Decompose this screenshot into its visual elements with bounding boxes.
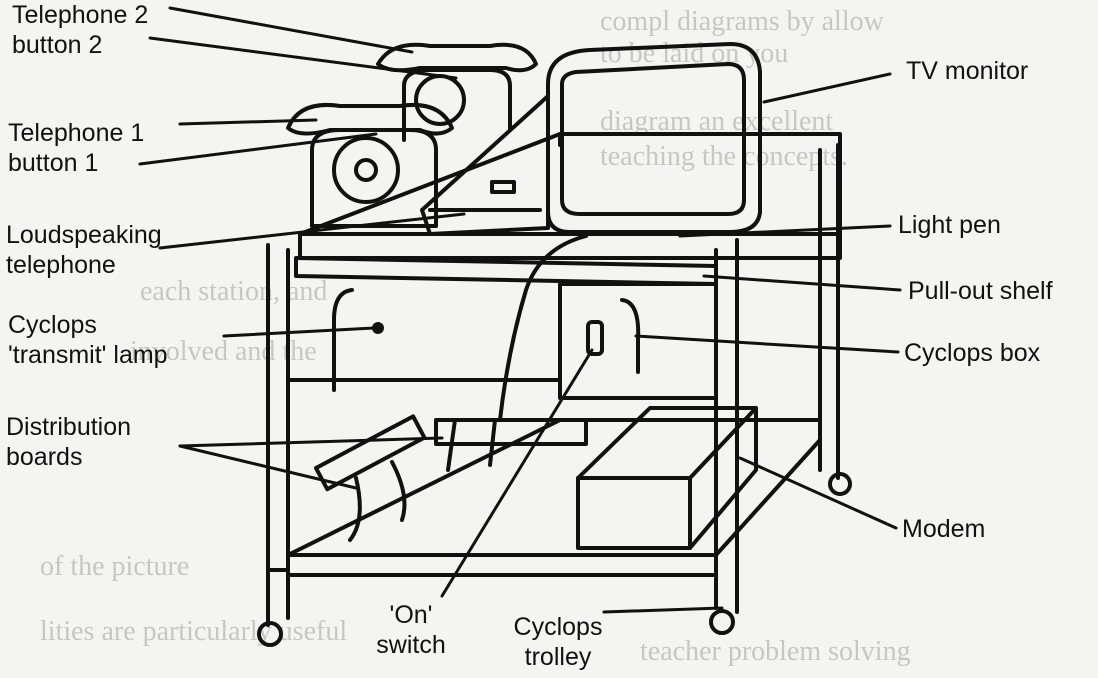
label-light-pen-text: Light pen bbox=[898, 211, 1001, 239]
svg-text:lities are particularly useful: lities are particularly useful bbox=[40, 616, 347, 647]
label-telephone-1: Telephone 1 button 1 bbox=[8, 118, 144, 178]
label-cyclops-box-text: Cyclops box bbox=[904, 339, 1041, 367]
svg-text:each station, and: each station, and bbox=[140, 276, 327, 307]
svg-text:involved and the: involved and the bbox=[130, 336, 317, 367]
svg-text:teaching the concepts.: teaching the concepts. bbox=[600, 141, 848, 172]
label-trolley-line2: trolley bbox=[524, 643, 592, 671]
tv-monitor bbox=[546, 42, 762, 234]
leader-lines bbox=[138, 6, 902, 614]
label-cyclops-transmit-lamp: Cyclops 'transmit' lamp bbox=[8, 310, 168, 370]
label-distribution-boards: Distribution boards bbox=[6, 412, 131, 472]
label-on-switch-line2: switch bbox=[376, 631, 446, 659]
light-pen-cable bbox=[498, 234, 588, 422]
label-cyclops-box: Cyclops box bbox=[904, 338, 1040, 368]
label-telephone-2-line1: Telephone 2 bbox=[12, 1, 149, 29]
svg-text:diagram an excellent: diagram an excellent bbox=[600, 106, 833, 137]
label-cyclops-lamp-line2: 'transmit' lamp bbox=[8, 341, 168, 369]
label-pull-out-shelf: Pull-out shelf bbox=[908, 276, 1053, 306]
label-telephone-1-line1: Telephone 1 bbox=[8, 119, 145, 147]
label-cyclops-trolley: Cyclops trolley bbox=[498, 612, 618, 672]
terminal-keyboard bbox=[420, 94, 550, 236]
label-modem: Modem bbox=[902, 514, 985, 544]
label-tv-monitor: TV monitor bbox=[906, 56, 1028, 86]
label-loudspeaking-telephone: Loudspeaking telephone bbox=[6, 220, 162, 280]
svg-text:compl diagrams by allow: compl diagrams by allow bbox=[600, 6, 885, 37]
label-light-pen: Light pen bbox=[898, 210, 1001, 240]
transmit-lamp-bracket bbox=[332, 288, 354, 392]
label-telephone-1-line2: button 1 bbox=[8, 149, 99, 177]
svg-text:of the picture: of the picture bbox=[40, 551, 189, 582]
label-distribution-line1: Distribution bbox=[6, 413, 132, 441]
label-on-switch: 'On' switch bbox=[356, 600, 466, 660]
distribution-boards bbox=[313, 414, 588, 542]
label-distribution-line2: boards bbox=[6, 443, 83, 471]
label-trolley-line1: Cyclops bbox=[513, 613, 603, 641]
pull-out-shelf bbox=[294, 256, 718, 286]
label-telephone-2: Telephone 2 button 2 bbox=[12, 0, 148, 60]
label-on-switch-line1: 'On' bbox=[389, 601, 433, 629]
label-cyclops-lamp-line1: Cyclops bbox=[8, 311, 97, 339]
label-tv-monitor-text: TV monitor bbox=[906, 57, 1029, 85]
label-modem-text: Modem bbox=[902, 515, 986, 543]
label-telephone-2-line2: button 2 bbox=[12, 31, 103, 59]
svg-text:teacher problem solving: teacher problem solving bbox=[640, 636, 911, 667]
show-through-text: compl diagrams by allow to be laid on yo… bbox=[40, 6, 911, 667]
label-pull-out-shelf-text: Pull-out shelf bbox=[908, 277, 1053, 305]
label-loudspeaking-line1: Loudspeaking bbox=[6, 221, 162, 249]
label-loudspeaking-line2: telephone bbox=[6, 251, 116, 279]
cyclops-box bbox=[558, 282, 718, 400]
modem bbox=[576, 406, 758, 550]
